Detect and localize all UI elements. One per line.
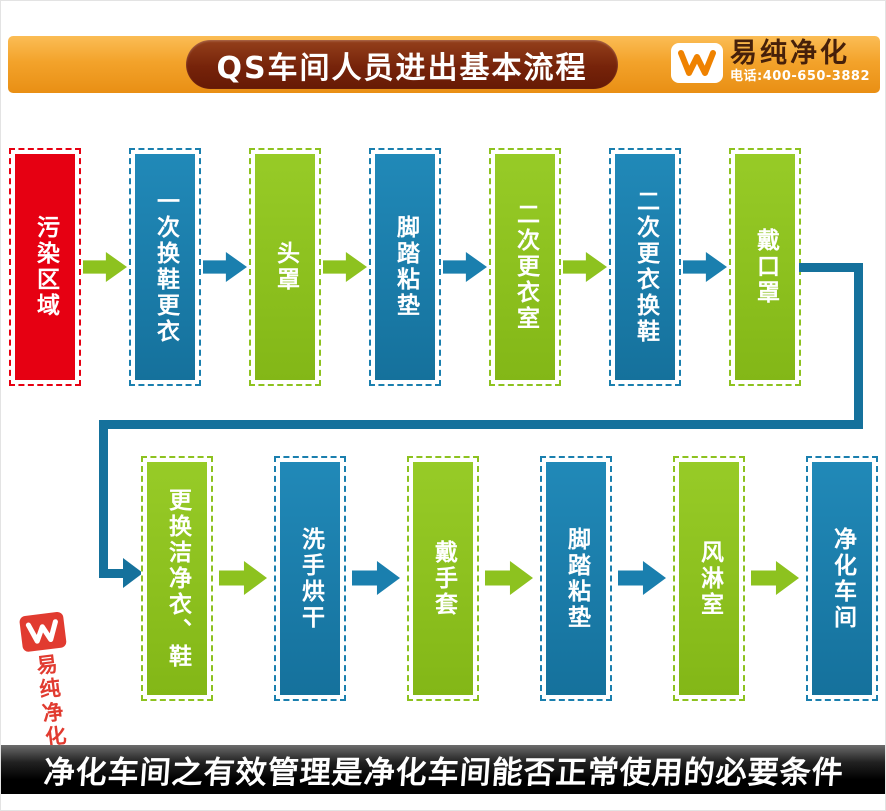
footer-banner: 净化车间之有效管理是净化车间能否正常使用的必要条件 bbox=[1, 745, 885, 794]
title-panel: QS车间人员进出基本流程 bbox=[186, 40, 618, 89]
flow-step-sticky-mat-2: 脚踏粘垫 bbox=[540, 456, 612, 701]
flow-step-label: 洗手烘干 bbox=[297, 526, 324, 631]
flow-step-label: 风淋室 bbox=[696, 539, 723, 618]
flow-step-label: 净化车间 bbox=[829, 526, 856, 631]
flow-arrow-icon bbox=[219, 561, 267, 595]
flow-step-label: 头罩 bbox=[272, 241, 299, 293]
flow-step-first-shoe-clothes-change: 一次换鞋更衣 bbox=[129, 148, 201, 386]
flow-step-label: 二次更衣换鞋 bbox=[632, 189, 659, 345]
flow-arrow-icon bbox=[352, 561, 400, 595]
flow-step-label: 戴手套 bbox=[430, 539, 457, 618]
flow-step-label: 一次换鞋更衣 bbox=[152, 189, 179, 345]
flow-arrow-icon bbox=[485, 561, 533, 595]
flow-arrow-icon bbox=[751, 561, 799, 595]
connector-line bbox=[99, 420, 108, 578]
brand-text: 易纯净化 电话:400-650-3882 bbox=[730, 39, 870, 85]
page-title: QS车间人员进出基本流程 bbox=[216, 50, 588, 86]
header-banner: QS车间人员进出基本流程 易纯净化 电话:400-650-3882 bbox=[8, 36, 880, 93]
flow-step-label: 戴口罩 bbox=[752, 228, 779, 306]
brand-seal: 易纯净化 bbox=[13, 610, 93, 753]
flow-step-label: 污染区域 bbox=[32, 215, 59, 319]
brand-name: 易纯净化 bbox=[730, 38, 851, 69]
connector-line bbox=[99, 420, 863, 429]
flow-arrow-icon bbox=[563, 252, 607, 282]
flow-arrow-icon bbox=[618, 561, 666, 595]
flow-step-wear-gloves: 戴手套 bbox=[407, 456, 479, 701]
flow-arrow-icon bbox=[83, 252, 127, 282]
flow-step-change-clean-garments: 更换洁净衣、鞋 bbox=[141, 456, 213, 701]
flow-step-air-shower: 风淋室 bbox=[673, 456, 745, 701]
flow-step-label: 二次更衣室 bbox=[512, 202, 539, 332]
brand-logo-icon bbox=[671, 43, 724, 83]
connector-arrowhead-icon bbox=[123, 558, 143, 588]
connector-line bbox=[99, 569, 127, 578]
connector-line bbox=[799, 263, 863, 272]
flow-step-contaminated-area: 污染区域 bbox=[9, 148, 81, 386]
flow-arrow-icon bbox=[443, 252, 487, 282]
flow-arrow-icon bbox=[683, 252, 727, 282]
flow-step-second-changing-room: 二次更衣室 bbox=[489, 148, 561, 386]
flow-step-label: 脚踏粘垫 bbox=[563, 526, 590, 631]
brand-phone: 电话:400-650-3882 bbox=[730, 69, 870, 84]
flow-step-wear-mask: 戴口罩 bbox=[729, 148, 801, 386]
flow-step-hand-wash-dry: 洗手烘干 bbox=[274, 456, 346, 701]
brand-block: 易纯净化 电话:400-650-3882 bbox=[671, 39, 870, 85]
seal-logo-icon bbox=[18, 611, 67, 653]
connector-line bbox=[854, 263, 863, 429]
flow-step-sticky-mat: 脚踏粘垫 bbox=[369, 148, 441, 386]
flow-step-label: 更换洁净衣、鞋 bbox=[164, 487, 191, 670]
flow-step-label: 脚踏粘垫 bbox=[392, 215, 419, 319]
flow-arrow-icon bbox=[203, 252, 247, 282]
flow-step-second-change-shoe-swap: 二次更衣换鞋 bbox=[609, 148, 681, 386]
flow-step-head-cover: 头罩 bbox=[249, 148, 321, 386]
flow-step-clean-workshop: 净化车间 bbox=[806, 456, 878, 701]
flow-arrow-icon bbox=[323, 252, 367, 282]
footer-slogan: 净化车间之有效管理是净化车间能否正常使用的必要条件 bbox=[42, 755, 846, 791]
seal-text: 易纯净化 bbox=[32, 652, 70, 751]
